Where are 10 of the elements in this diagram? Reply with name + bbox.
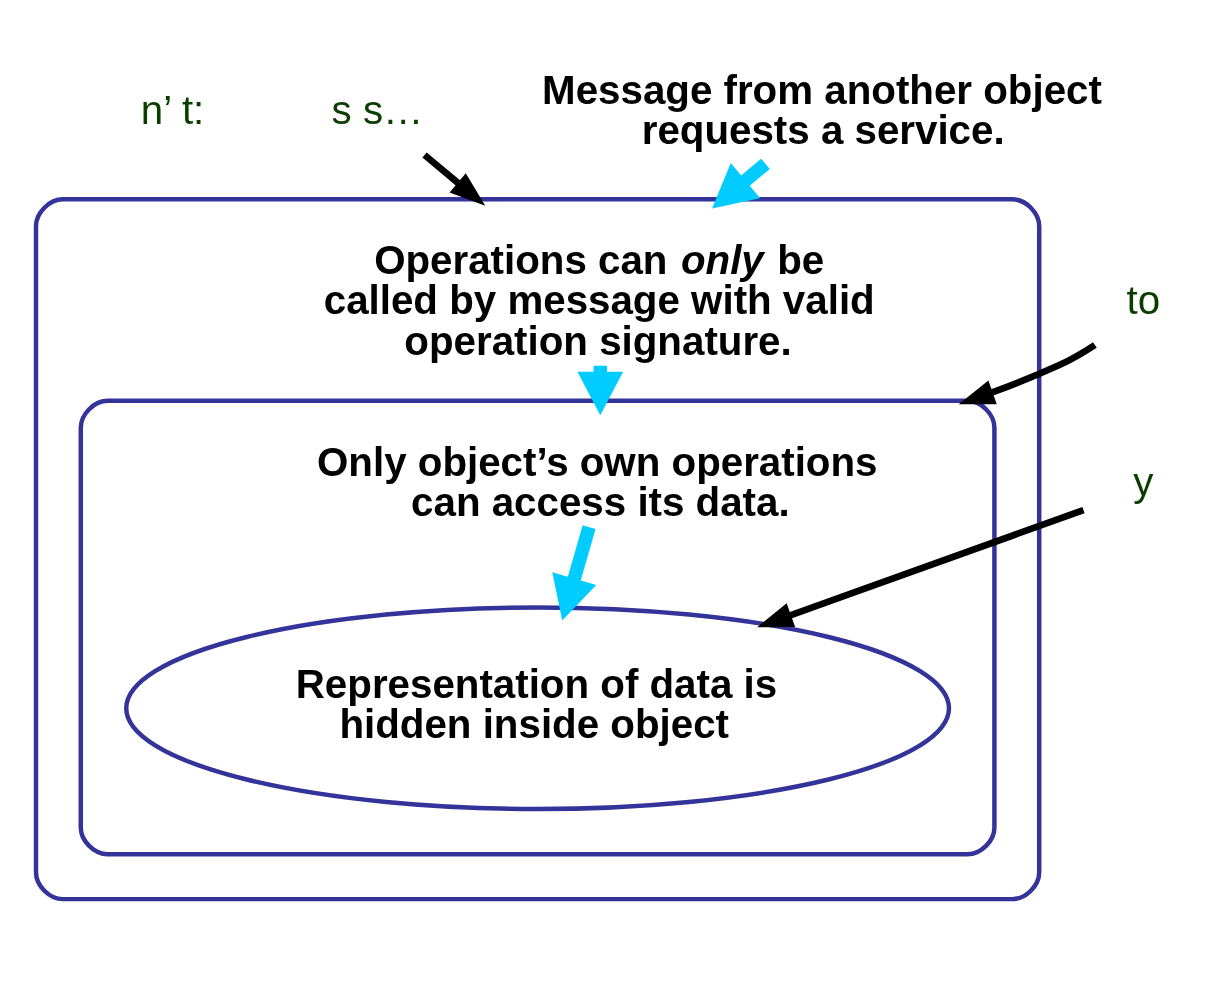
arrow (958, 341, 1097, 404)
arrow (551, 524, 596, 620)
arrow (711, 158, 770, 209)
arrow (756, 506, 1085, 627)
node-text: s s… (331, 87, 423, 133)
node-text: Message from another object requests a service. (541, 67, 1102, 153)
arrow (421, 151, 485, 206)
node-text: to (1126, 277, 1160, 323)
node-text: y (1132, 459, 1153, 505)
label: n’ t: (140, 87, 204, 133)
